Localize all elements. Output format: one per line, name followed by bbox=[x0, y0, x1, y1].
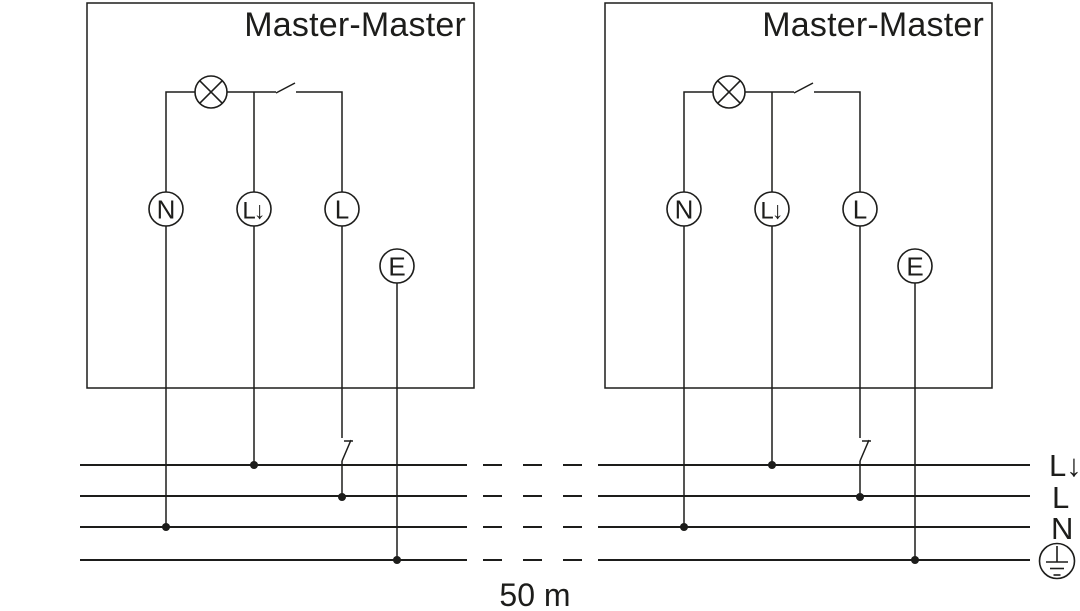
terminal-live-label: L bbox=[335, 195, 349, 225]
terminal-live: L bbox=[842, 191, 878, 227]
module-wires bbox=[683, 91, 861, 192]
junction-dot bbox=[856, 493, 864, 501]
terminal-live-label: L bbox=[853, 195, 867, 225]
module-frame bbox=[604, 2, 993, 389]
bus-label-live: L bbox=[1052, 480, 1069, 515]
module-title: Master-Master bbox=[244, 6, 466, 44]
module-frame bbox=[86, 2, 475, 389]
terminal-switched-live-label: L↓ bbox=[242, 198, 263, 225]
terminal-earth: E bbox=[897, 248, 933, 284]
bus-label-switched-live: L↓ bbox=[1049, 448, 1080, 483]
line-switch-icon bbox=[341, 439, 353, 462]
junction-dots bbox=[162, 461, 401, 564]
terminal-switched-live-label: L↓ bbox=[760, 198, 781, 225]
switch-contact-icon bbox=[275, 82, 296, 94]
terminal-switched-live: L↓ bbox=[236, 191, 272, 227]
protective-earth-icon bbox=[1038, 542, 1076, 580]
terminal-switched-live: L↓ bbox=[754, 191, 790, 227]
drop-wires bbox=[683, 226, 916, 560]
terminal-earth-label: E bbox=[388, 252, 405, 282]
terminal-neutral: N bbox=[148, 191, 184, 227]
terminal-live: L bbox=[324, 191, 360, 227]
terminal-neutral-label: N bbox=[157, 195, 176, 225]
bus-label-neutral: N bbox=[1051, 511, 1073, 546]
terminal-earth-label: E bbox=[906, 252, 923, 282]
module-title: Master-Master bbox=[762, 6, 984, 44]
module-left: Master-Master N L↓ L bbox=[86, 2, 475, 564]
terminal-neutral-label: N bbox=[675, 195, 694, 225]
module-right: Master-Master N L↓ L E bbox=[604, 2, 993, 564]
terminal-earth: E bbox=[379, 248, 415, 284]
junction-dots bbox=[680, 461, 919, 564]
line-switch-icon bbox=[859, 439, 871, 462]
drop-wires bbox=[165, 226, 398, 560]
lamp-icon bbox=[194, 75, 228, 109]
bus-lines bbox=[80, 464, 1030, 561]
switch-contact-icon bbox=[793, 82, 814, 94]
terminal-neutral: N bbox=[666, 191, 702, 227]
junction-dot bbox=[338, 493, 346, 501]
bus-labels: L↓ L N bbox=[1038, 448, 1080, 580]
distance-label: 50 m bbox=[499, 577, 570, 611]
module-wires bbox=[165, 91, 343, 192]
lamp-icon bbox=[712, 75, 746, 109]
